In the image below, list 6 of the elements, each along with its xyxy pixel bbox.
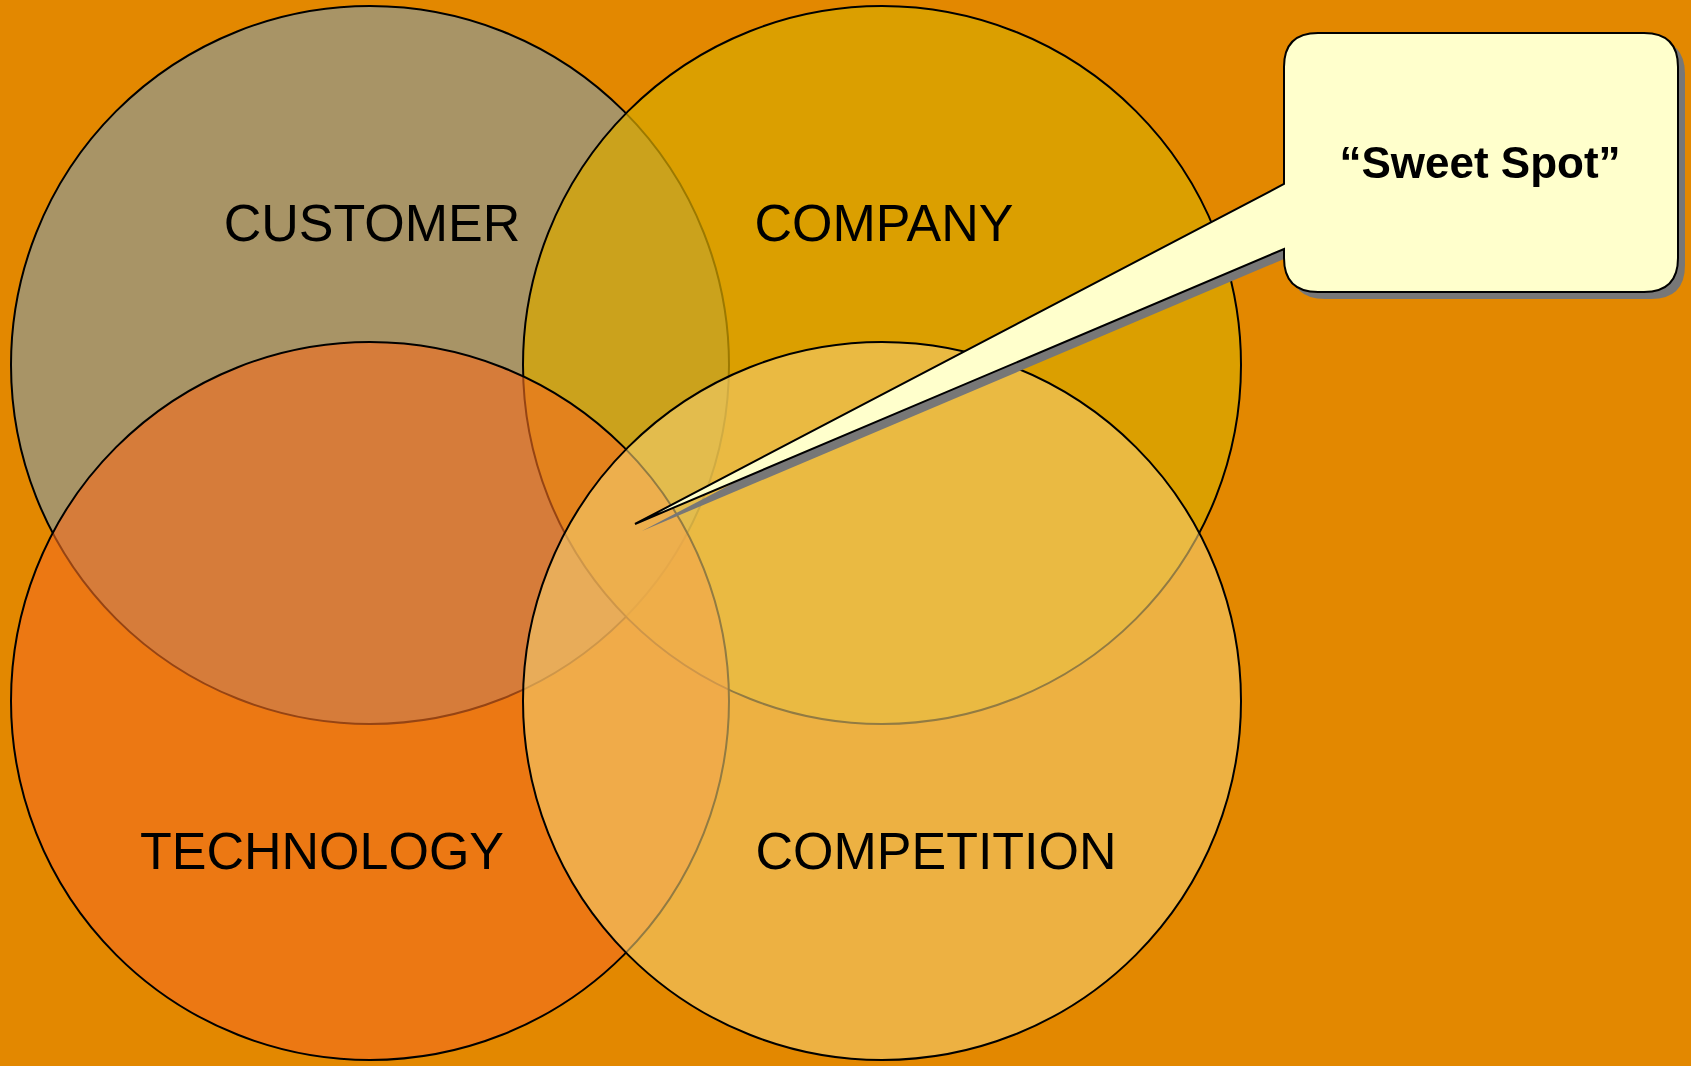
circle-label: COMPANY bbox=[754, 193, 1014, 253]
circle-label: COMPETITION bbox=[755, 821, 1117, 881]
circle-label: CUSTOMER bbox=[223, 193, 521, 253]
speech-bubble bbox=[634, 32, 1686, 532]
circle-label: TECHNOLOGY bbox=[139, 821, 505, 881]
callout-text: “Sweet Spot” bbox=[1339, 138, 1621, 188]
